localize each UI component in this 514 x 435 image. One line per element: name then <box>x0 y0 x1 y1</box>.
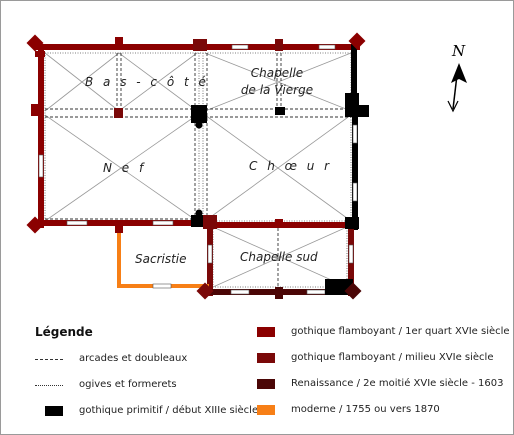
label-sacristie: Sacristie <box>135 252 187 266</box>
label-nef: N e f <box>103 161 146 175</box>
legend-swatch-moderne <box>257 405 275 415</box>
church-floor-plan: B a s - c ô t é Chapelle de la Vierge N … <box>26 32 467 300</box>
label-chapelle-vierge-line2: de la Vierge <box>241 83 313 97</box>
legend-swatch-dotted <box>35 385 63 386</box>
legend-label-flamboyant-milieu: gothique flamboyant / milieu XVIe siècle <box>291 352 494 363</box>
legend-label-moderne: moderne / 1755 ou vers 1870 <box>291 404 440 415</box>
ogives-diagonals <box>44 52 352 288</box>
legend-swatch-flamboyant-milieu <box>257 353 275 363</box>
legend-title: Légende <box>35 325 93 339</box>
label-bas-cote: B a s - c ô t é <box>85 75 209 89</box>
compass-letter: N <box>451 42 466 60</box>
buttresses <box>26 32 369 300</box>
legend-label-ogives: ogives et formerets <box>79 379 177 390</box>
legend-label-arcades: arcades et doubleaux <box>79 353 188 364</box>
label-chapelle-vierge-line1: Chapelle <box>251 66 303 80</box>
legend-swatch-flamboyant-1er <box>257 327 275 337</box>
label-choeur: C h œ u r <box>249 159 332 173</box>
legend-label-flamboyant-1er: gothique flamboyant / 1er quart XVIe siè… <box>291 326 510 337</box>
legend-swatch-renaissance <box>257 379 275 389</box>
legend-swatch-gothique-primitif <box>45 406 63 416</box>
legend-label-gothique-primitif: gothique primitif / début XIIIe siècle <box>79 405 259 416</box>
windows <box>38 44 358 295</box>
piers <box>114 105 285 227</box>
north-arrow-icon <box>447 63 467 113</box>
label-chapelle-sud: Chapelle sud <box>240 250 318 264</box>
legend-swatch-dashed <box>35 359 63 360</box>
legend-label-renaissance: Renaissance / 2e moitié XVIe siècle - 16… <box>291 378 504 389</box>
